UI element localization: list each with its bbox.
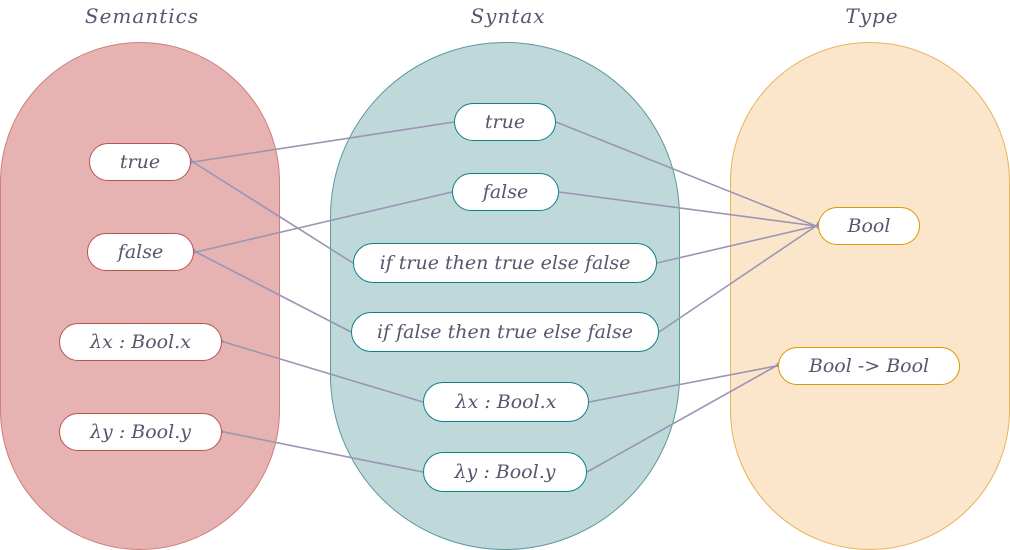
type-node-bool-to-bool: Bool -> Bool	[778, 347, 960, 385]
syntax-node-false: false	[452, 173, 559, 211]
syntax-node-lambda-x: λx : Bool.x	[423, 382, 589, 422]
type-title: Type	[845, 4, 899, 28]
syntax-node-lambda-y: λy : Bool.y	[423, 452, 587, 492]
semantics-region	[0, 42, 280, 550]
type-node-bool: Bool	[818, 207, 920, 245]
semantics-title: Semantics	[84, 4, 200, 28]
syntax-title: Syntax	[470, 4, 546, 28]
semantics-node-false: false	[87, 233, 194, 271]
syntax-node-if-false: if false then true else false	[351, 312, 659, 352]
semantics-node-true: true	[89, 143, 191, 181]
syntax-node-if-true: if true then true else false	[353, 243, 657, 283]
type-region	[730, 42, 1010, 550]
semantics-node-lambda-x: λx : Bool.x	[59, 323, 222, 361]
syntax-node-true: true	[454, 103, 556, 141]
semantics-node-lambda-y: λy : Bool.y	[59, 413, 222, 451]
